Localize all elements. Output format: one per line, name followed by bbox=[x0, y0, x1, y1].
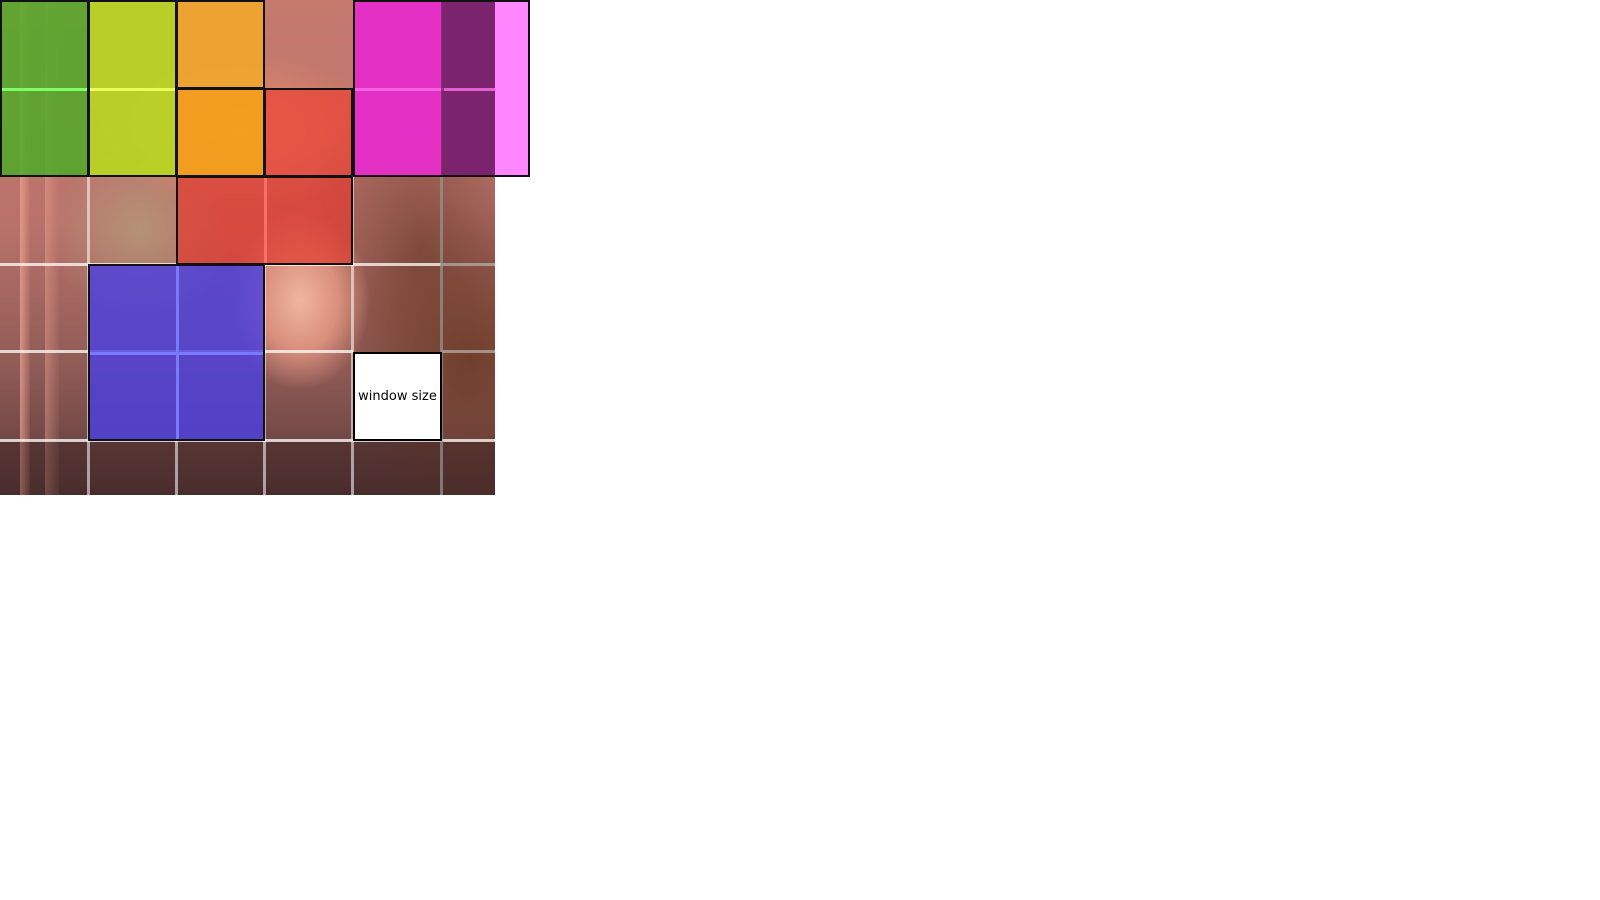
tile-divider bbox=[2, 88, 87, 91]
orange-tile-bottom[interactable] bbox=[176, 88, 265, 177]
red-tile-top[interactable] bbox=[264, 88, 353, 177]
window-size-label[interactable]: window size bbox=[353, 352, 442, 441]
tile-divider bbox=[90, 88, 175, 91]
photo-stripe bbox=[20, 0, 30, 495]
grid-line bbox=[440, 177, 443, 495]
orange-tile-top[interactable] bbox=[176, 0, 265, 89]
grid-line bbox=[351, 177, 354, 495]
tile-divider bbox=[264, 178, 267, 263]
lime-tile[interactable] bbox=[88, 0, 177, 177]
grid-line bbox=[175, 441, 178, 495]
tile-divider bbox=[176, 266, 179, 439]
bottom-shade bbox=[0, 441, 495, 495]
blue-tile[interactable] bbox=[88, 264, 265, 441]
tile-divider bbox=[355, 88, 495, 91]
grid-line bbox=[441, 350, 495, 353]
grid-line bbox=[441, 263, 495, 266]
tile-divider bbox=[441, 2, 444, 175]
green-tile[interactable] bbox=[0, 0, 89, 177]
red-tile-wide[interactable] bbox=[176, 176, 353, 265]
pink-tile[interactable] bbox=[353, 0, 530, 177]
